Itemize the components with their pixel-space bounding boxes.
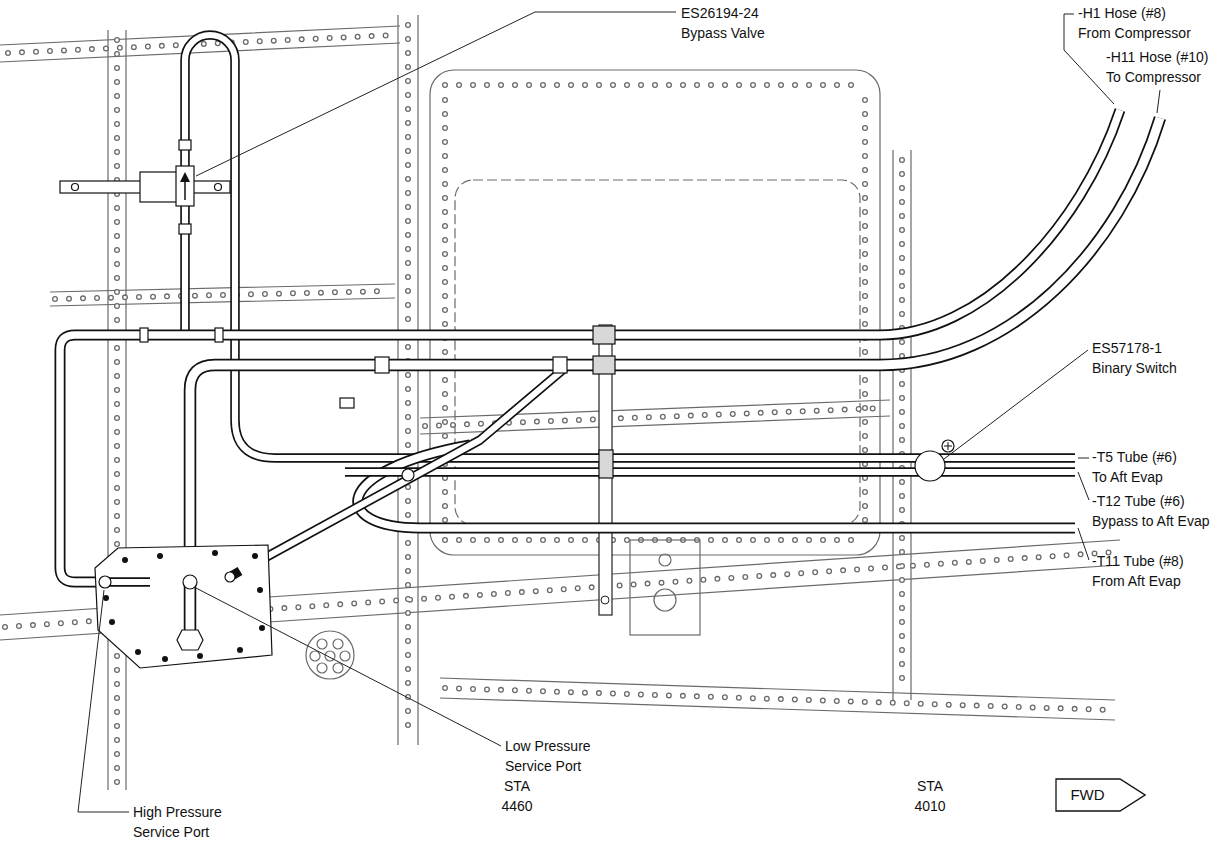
direction-text: FWD [1055,778,1120,812]
part-callout: ES57178-1 Binary Switch [1092,338,1179,378]
forward-arrow: FWD [1055,778,1146,812]
port-callout: High Pressure Service Port [133,802,224,842]
tube-callout: -T12 Tube (#6) Bypass to Aft Evap [1092,491,1212,531]
station-label: STA 4010 [913,776,947,816]
tube-callout: -T5 Tube (#6) To Aft Evap [1092,447,1179,487]
hose-callout: -H1 Hose (#8) From Compressor [1078,3,1193,43]
drain-grate [306,631,354,679]
airframe-structure [0,15,1120,790]
hose-callout: -H11 Hose (#10) To Compressor [1106,47,1211,87]
refrigerant-tubes [60,35,1160,582]
port-callout: Low Pressure Service Port [505,736,593,776]
leader-lines [78,12,1160,812]
tube-callout: -T11 Tube (#8) From Aft Evap [1092,551,1186,591]
service-port-plate [95,545,272,668]
station-label: STA 4460 [500,776,534,816]
arrow-shape [1056,779,1145,811]
binary-switch-symbol [915,440,954,481]
part-callout: ES26194-24 Bypass Valve [681,3,767,43]
